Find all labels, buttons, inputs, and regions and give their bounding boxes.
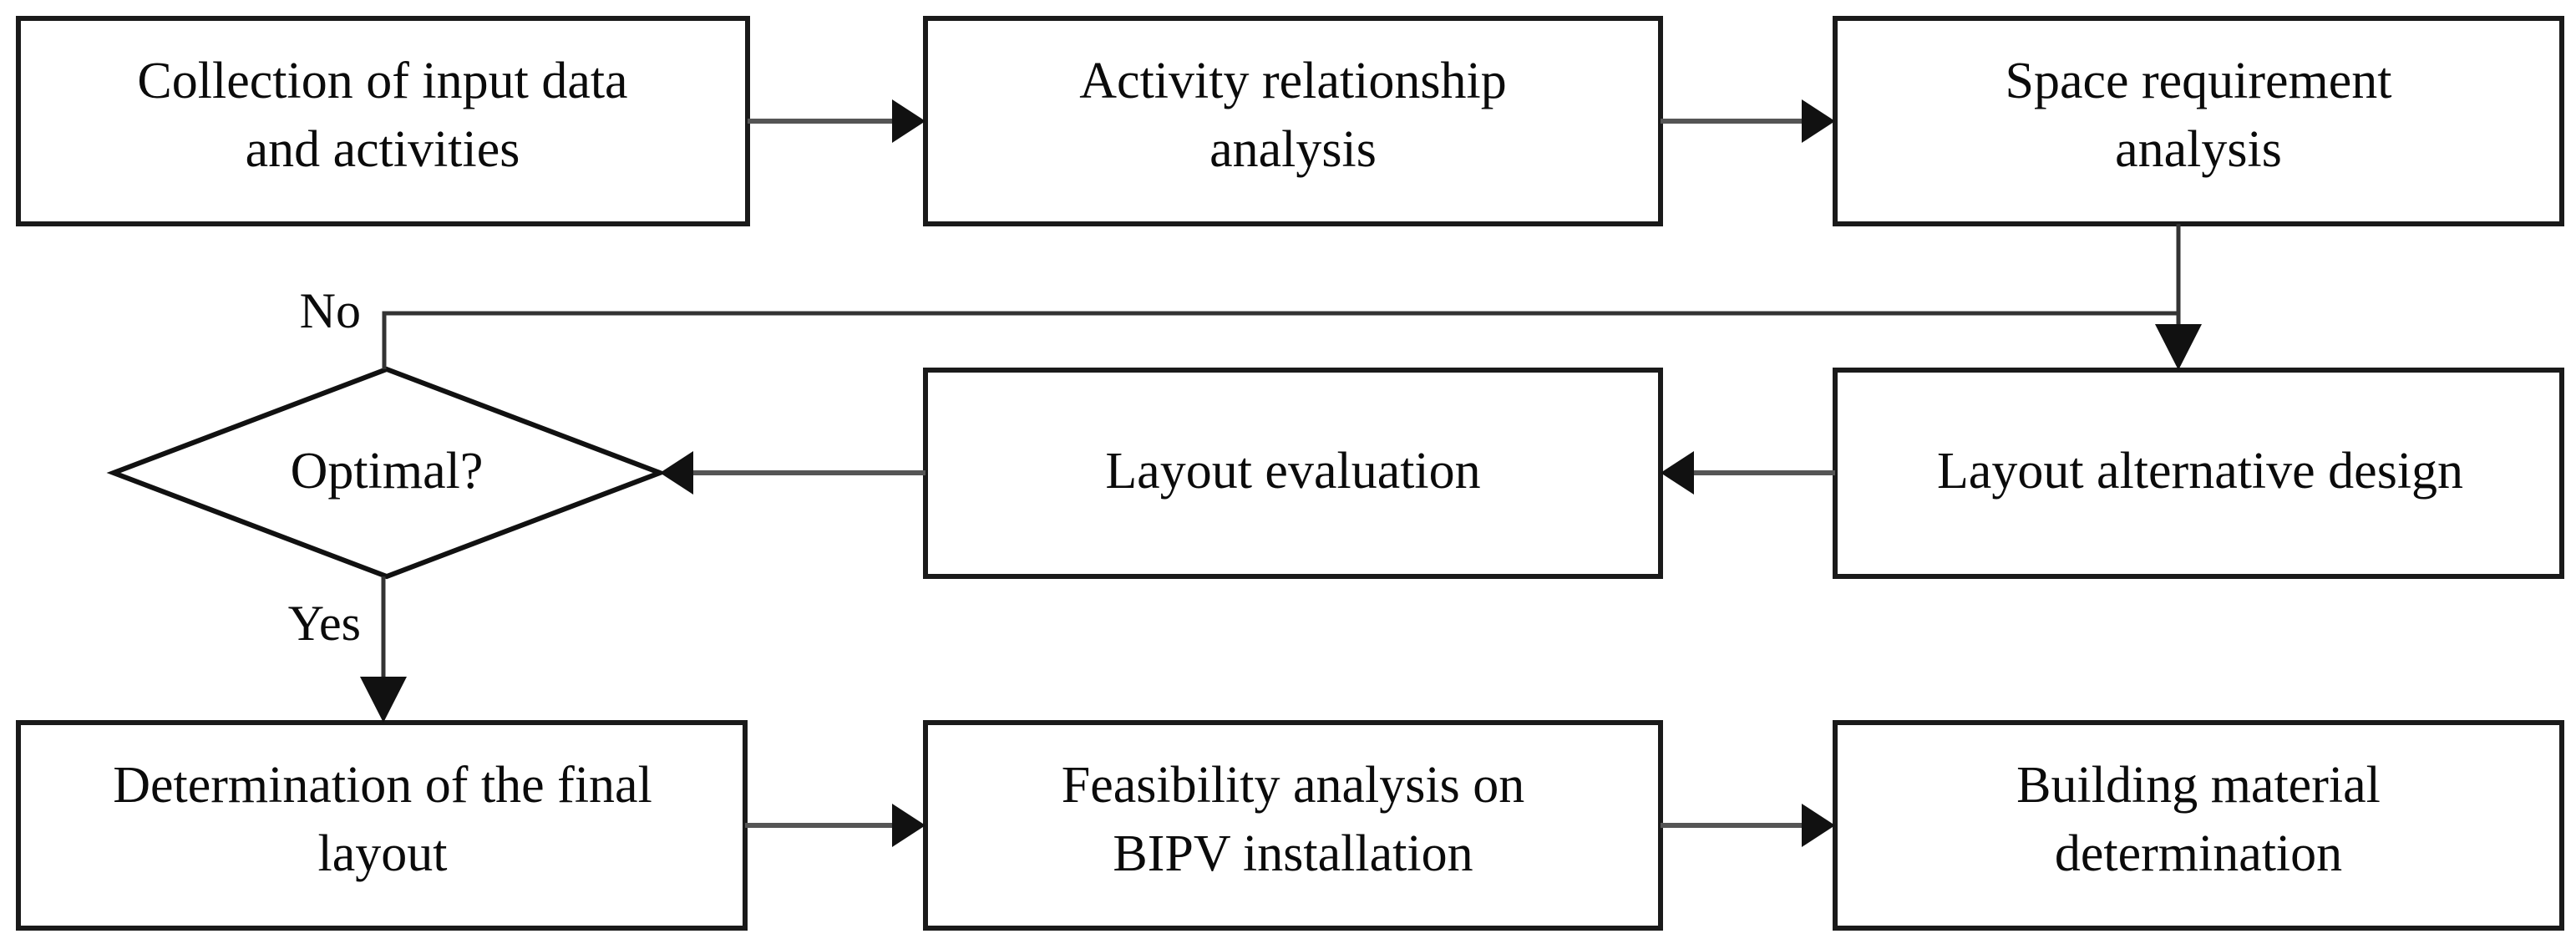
edge-layout-alternative-to-evaluation <box>1661 451 1835 495</box>
node-label-line-2: determination <box>2055 825 2342 882</box>
node-box[interactable] <box>1833 16 2564 226</box>
node-label-line-2: layout <box>318 825 448 882</box>
node-space-requirement-analysis[interactable]: Space requirement analysis <box>1833 16 2564 226</box>
edge-space-to-layout-alternative <box>2155 224 2202 370</box>
node-label-line-1: Determination of the final <box>113 757 652 814</box>
node-box[interactable] <box>923 720 1663 931</box>
arrow-head-icon <box>1802 804 1835 847</box>
node-label-line-2: and activities <box>246 121 520 178</box>
node-optimal-decision[interactable]: Optimal? <box>106 366 667 580</box>
node-diamond[interactable] <box>106 366 667 580</box>
arrow-head-icon <box>892 99 925 143</box>
edge-collection-to-activity <box>748 99 925 143</box>
node-layout-alternative-design[interactable]: Layout alternative design <box>1833 368 2564 579</box>
edge-label-no: No <box>300 283 361 338</box>
node-label-line-1: Layout evaluation <box>1105 443 1480 500</box>
node-box[interactable] <box>923 16 1663 226</box>
node-feasibility-analysis-bipv[interactable]: Feasibility analysis on BIPV installatio… <box>923 720 1663 931</box>
node-label-line-2: analysis <box>2115 121 2282 178</box>
edge-line <box>382 311 2178 369</box>
node-label-line-1: Optimal? <box>291 443 484 500</box>
node-label-line-1: Building material <box>2016 757 2381 814</box>
arrow-head-icon <box>892 804 925 847</box>
node-label-line-1: Layout alternative design <box>1937 443 2463 500</box>
node-label-line-1: Space requirement <box>2005 53 2391 109</box>
node-label-line-1: Collection of input data <box>137 53 627 109</box>
arrow-head-icon <box>360 677 407 723</box>
arrow-head-icon <box>660 451 693 495</box>
edge-label-yes: Yes <box>288 596 361 651</box>
node-activity-relationship-analysis[interactable]: Activity relationship analysis <box>923 16 1663 226</box>
node-determination-of-final-layout[interactable]: Determination of the final layout <box>16 720 748 931</box>
node-label-line-2: BIPV installation <box>1113 825 1473 882</box>
edge-evaluation-to-optimal <box>660 451 925 495</box>
edge-feasibility-to-building-material <box>1661 804 1835 847</box>
node-label-line-2: analysis <box>1209 121 1377 178</box>
arrow-head-icon <box>2155 324 2202 370</box>
edge-optimal-yes-to-determination: Yes <box>288 576 407 723</box>
node-box[interactable] <box>16 720 748 931</box>
edge-optimal-no-to-layout-alternative: No <box>300 283 2178 369</box>
node-box[interactable] <box>16 16 750 226</box>
node-box[interactable] <box>923 368 1663 579</box>
node-box[interactable] <box>1833 720 2564 931</box>
node-collection-of-input-data[interactable]: Collection of input data and activities <box>16 16 750 226</box>
node-layout-evaluation[interactable]: Layout evaluation <box>923 368 1663 579</box>
edge-determination-to-feasibility <box>745 804 925 847</box>
node-label-line-1: Feasibility analysis on <box>1062 757 1525 814</box>
edge-activity-to-space <box>1661 99 1835 143</box>
arrow-head-icon <box>1661 451 1694 495</box>
node-label-line-1: Activity relationship <box>1079 53 1506 109</box>
node-building-material-determination[interactable]: Building material determination <box>1833 720 2564 931</box>
arrow-head-icon <box>1802 99 1835 143</box>
